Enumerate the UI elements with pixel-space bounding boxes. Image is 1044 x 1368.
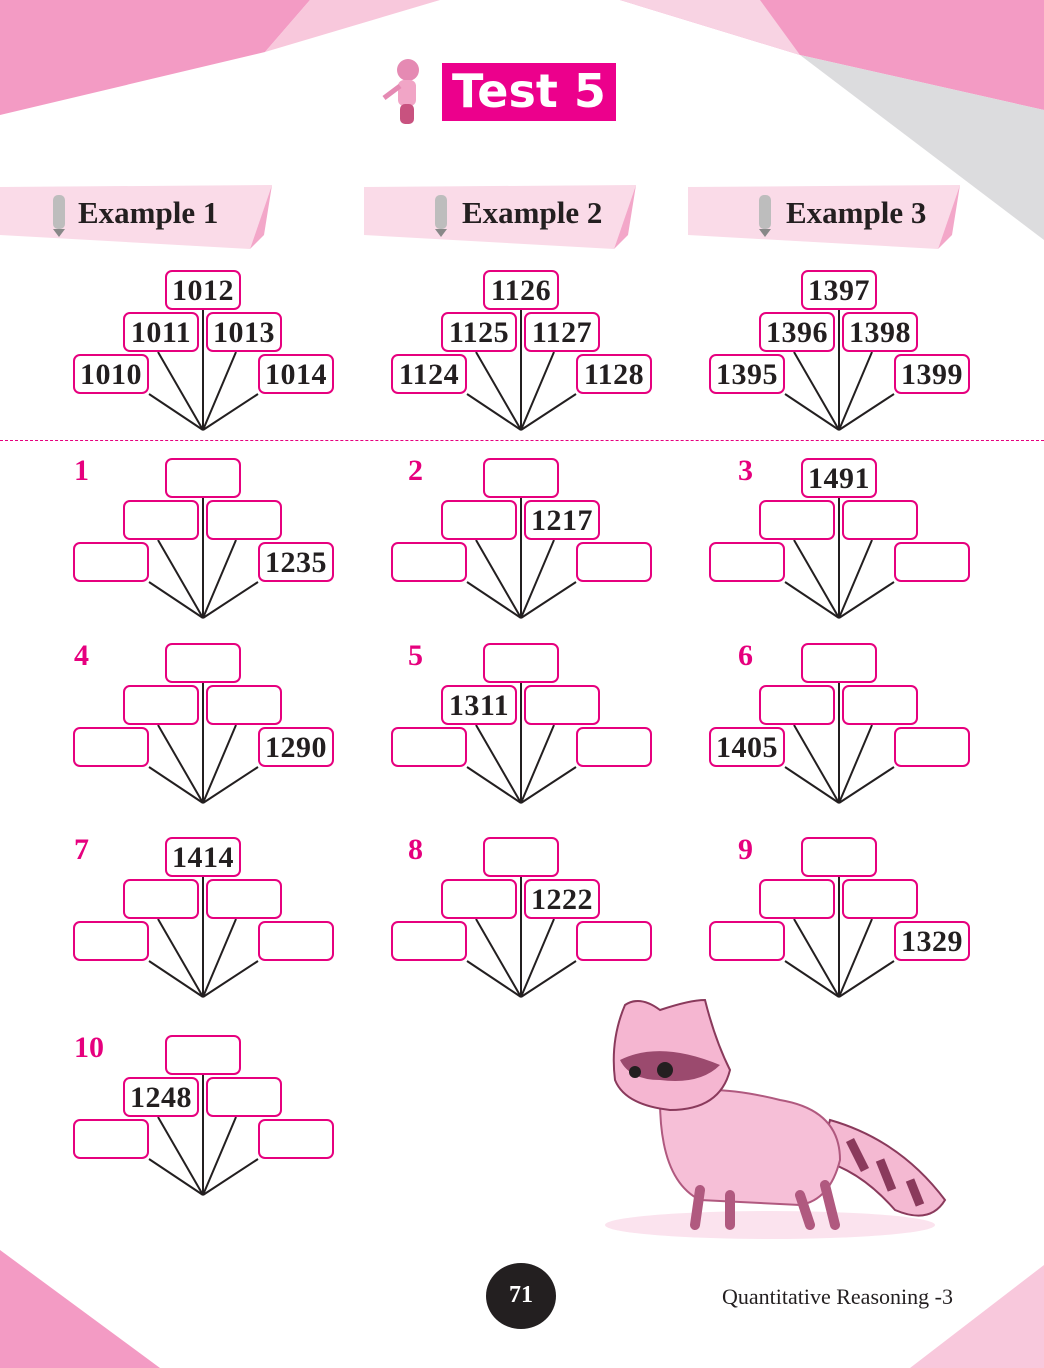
answer-box-top[interactable] <box>165 1035 241 1075</box>
answer-box-botL[interactable] <box>391 727 467 767</box>
answer-box-botL[interactable] <box>391 921 467 961</box>
answer-box-botL[interactable] <box>73 1119 149 1159</box>
number-box-top: 1414 <box>165 837 241 877</box>
number-box-midR: 1127 <box>524 312 600 352</box>
number-box-midL: 1311 <box>441 685 517 725</box>
answer-box-midR[interactable] <box>206 500 282 540</box>
answer-box-botL[interactable] <box>709 542 785 582</box>
problem-number: 1 <box>74 454 89 487</box>
answer-box-top[interactable] <box>483 837 559 877</box>
number-box-top: 1397 <box>801 270 877 310</box>
answer-box-midL[interactable] <box>759 685 835 725</box>
answer-box-top[interactable] <box>483 643 559 683</box>
page-number: 71 <box>486 1263 556 1329</box>
answer-box-midL[interactable] <box>759 500 835 540</box>
example-banner: Example 3 <box>688 185 978 249</box>
example-label: Example 2 <box>462 195 603 230</box>
example-label: Example 3 <box>786 195 927 230</box>
number-box-midL: 1396 <box>759 312 835 352</box>
answer-box-botR[interactable] <box>894 727 970 767</box>
answer-box-botL[interactable] <box>391 542 467 582</box>
number-box-botR: 1290 <box>258 727 334 767</box>
book-title: Quantitative Reasoning -3 <box>722 1284 953 1309</box>
number-box-botL: 1395 <box>709 354 785 394</box>
answer-box-botL[interactable] <box>709 921 785 961</box>
problem-number: 4 <box>74 639 89 672</box>
problem-number: 7 <box>74 833 89 866</box>
example-label: Example 1 <box>78 195 219 230</box>
girl-mascot-icon <box>382 59 419 124</box>
problem-number: 2 <box>408 454 423 487</box>
answer-box-midL[interactable] <box>759 879 835 919</box>
page-header: Test 5 <box>380 56 616 128</box>
answer-box-midL[interactable] <box>441 500 517 540</box>
answer-box-midR[interactable] <box>206 1077 282 1117</box>
answer-box-top[interactable] <box>165 458 241 498</box>
answer-box-midR[interactable] <box>842 500 918 540</box>
answer-box-botL[interactable] <box>73 727 149 767</box>
number-box-botR: 1329 <box>894 921 970 961</box>
example-banner: Example 1 <box>0 185 290 249</box>
answer-box-midL[interactable] <box>123 500 199 540</box>
answer-box-midR[interactable] <box>206 879 282 919</box>
number-box-midR: 1222 <box>524 879 600 919</box>
problem-number: 9 <box>738 833 753 866</box>
number-box-top: 1012 <box>165 270 241 310</box>
answer-box-botR[interactable] <box>258 921 334 961</box>
number-box-midR: 1398 <box>842 312 918 352</box>
answer-box-botR[interactable] <box>894 542 970 582</box>
pencil-mascot-icon <box>435 195 447 237</box>
answer-box-midR[interactable] <box>842 685 918 725</box>
number-box-midR: 1013 <box>206 312 282 352</box>
number-box-midL: 1125 <box>441 312 517 352</box>
problem-number: 5 <box>408 639 423 672</box>
answer-box-botR[interactable] <box>576 727 652 767</box>
pencil-mascot-icon <box>759 195 771 237</box>
answer-box-midL[interactable] <box>123 879 199 919</box>
answer-box-midL[interactable] <box>441 879 517 919</box>
problem-number: 8 <box>408 833 423 866</box>
answer-box-top[interactable] <box>483 458 559 498</box>
number-box-botL: 1124 <box>391 354 467 394</box>
section-divider <box>0 440 1044 441</box>
number-box-botL: 1405 <box>709 727 785 767</box>
answer-box-top[interactable] <box>165 643 241 683</box>
answer-box-botR[interactable] <box>576 921 652 961</box>
answer-box-botL[interactable] <box>73 542 149 582</box>
number-box-midL: 1011 <box>123 312 199 352</box>
number-box-midL: 1248 <box>123 1077 199 1117</box>
answer-box-midR[interactable] <box>206 685 282 725</box>
answer-box-top[interactable] <box>801 643 877 683</box>
problem-number: 6 <box>738 639 753 672</box>
problem-number: 10 <box>74 1031 104 1064</box>
answer-box-botR[interactable] <box>576 542 652 582</box>
page-title: Test 5 <box>442 63 616 121</box>
number-box-botR: 1014 <box>258 354 334 394</box>
number-box-midR: 1217 <box>524 500 600 540</box>
number-box-botR: 1399 <box>894 354 970 394</box>
answer-box-midL[interactable] <box>123 685 199 725</box>
number-box-botR: 1235 <box>258 542 334 582</box>
pencil-mascot-icon <box>53 195 65 237</box>
number-box-top: 1126 <box>483 270 559 310</box>
answer-box-botL[interactable] <box>73 921 149 961</box>
answer-box-botR[interactable] <box>258 1119 334 1159</box>
example-banner: Example 2 <box>364 185 654 249</box>
number-box-botR: 1128 <box>576 354 652 394</box>
answer-box-midR[interactable] <box>524 685 600 725</box>
answer-box-midR[interactable] <box>842 879 918 919</box>
number-box-botL: 1010 <box>73 354 149 394</box>
answer-box-top[interactable] <box>801 837 877 877</box>
problem-number: 3 <box>738 454 753 487</box>
number-box-top: 1491 <box>801 458 877 498</box>
